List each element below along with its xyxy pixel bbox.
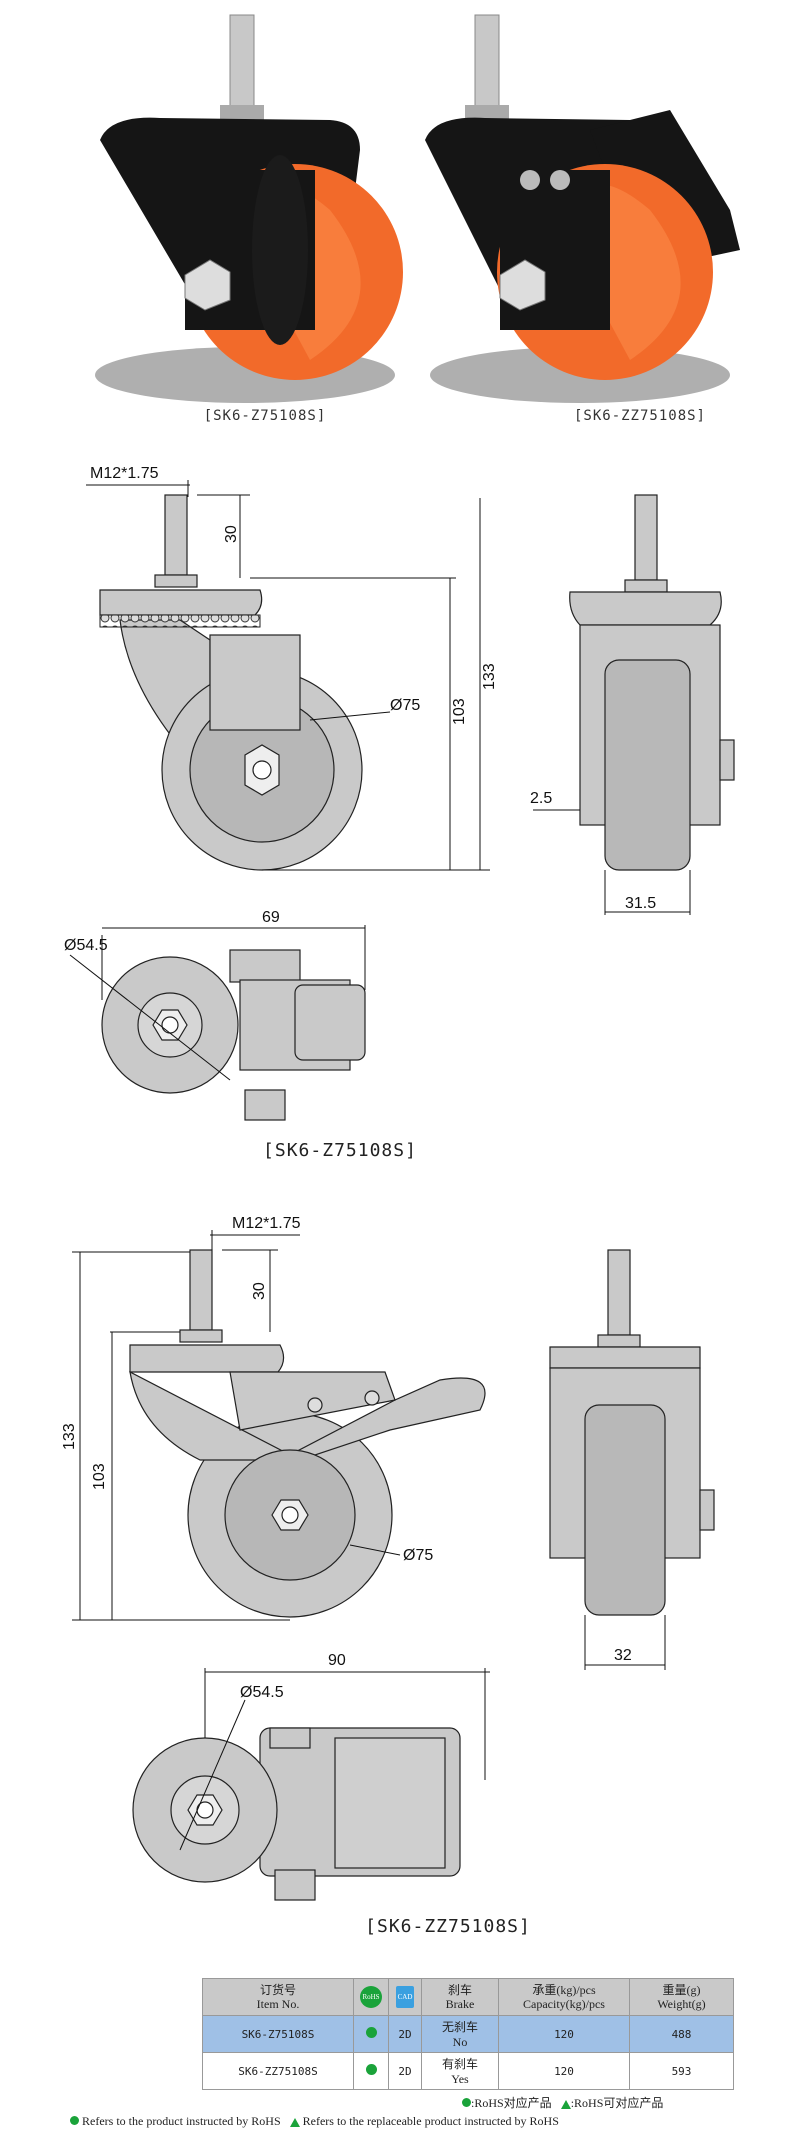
svg-text:2.5: 2.5 bbox=[530, 790, 552, 807]
svg-text:Ø54.5: Ø54.5 bbox=[240, 1684, 284, 1701]
svg-text:M12*1.75: M12*1.75 bbox=[232, 1215, 301, 1232]
triangle-icon bbox=[560, 2099, 571, 2109]
caster-photo-with-brake bbox=[425, 14, 740, 403]
svg-text:Ø75: Ø75 bbox=[403, 1547, 433, 1564]
svg-text:M12*1.75: M12*1.75 bbox=[90, 465, 159, 482]
photo-caption-no-brake: [SK6-Z75108S] bbox=[203, 408, 327, 424]
svg-text:30: 30 bbox=[223, 525, 240, 543]
svg-text:90: 90 bbox=[328, 1652, 346, 1669]
svg-text:103: 103 bbox=[91, 1463, 108, 1490]
capacity: 120 bbox=[498, 2015, 630, 2053]
rohs-dot bbox=[353, 2052, 389, 2090]
drawing1-caption: [SK6-Z75108S] bbox=[263, 1140, 417, 1161]
caster-photo-no-brake bbox=[95, 14, 403, 403]
svg-text:30: 30 bbox=[251, 1282, 268, 1300]
weight: 488 bbox=[629, 2015, 734, 2053]
cad-icon: CAD bbox=[388, 1978, 422, 2016]
item-no: SK6-Z75108S bbox=[202, 2015, 354, 2053]
capacity: 120 bbox=[498, 2052, 630, 2090]
rohs-icon: RoHS bbox=[353, 1978, 389, 2016]
triangle-icon bbox=[289, 2117, 300, 2127]
svg-text:31.5: 31.5 bbox=[625, 895, 656, 912]
rohs-dot bbox=[353, 2015, 389, 2053]
svg-text:32: 32 bbox=[614, 1647, 632, 1664]
svg-text:69: 69 bbox=[262, 909, 280, 926]
svg-text:Ø54.5: Ø54.5 bbox=[64, 937, 108, 954]
rohs-dot-icon bbox=[462, 2098, 471, 2107]
photo-caption-with-brake: [SK6-ZZ75108S] bbox=[573, 408, 706, 424]
item-no: SK6-ZZ75108S bbox=[202, 2052, 354, 2090]
legend-en: Refers to the product instructed by RoHS… bbox=[70, 2114, 790, 2129]
svg-text:Ø75: Ø75 bbox=[390, 697, 420, 714]
rohs-dot-icon bbox=[70, 2116, 79, 2125]
weight: 593 bbox=[629, 2052, 734, 2090]
drawing2-caption: [SK6-ZZ75108S] bbox=[365, 1916, 531, 1937]
cad-type: 2D bbox=[388, 2052, 422, 2090]
header-weight: 重量(g)Weight(g) bbox=[629, 1978, 734, 2016]
legend-cn: :RoHS对应产品 :RoHS可对应产品 bbox=[462, 2094, 762, 2111]
svg-text:133: 133 bbox=[61, 1423, 78, 1450]
svg-text:133: 133 bbox=[481, 663, 498, 690]
svg-text:103: 103 bbox=[451, 698, 468, 725]
cad-type: 2D bbox=[388, 2015, 422, 2053]
